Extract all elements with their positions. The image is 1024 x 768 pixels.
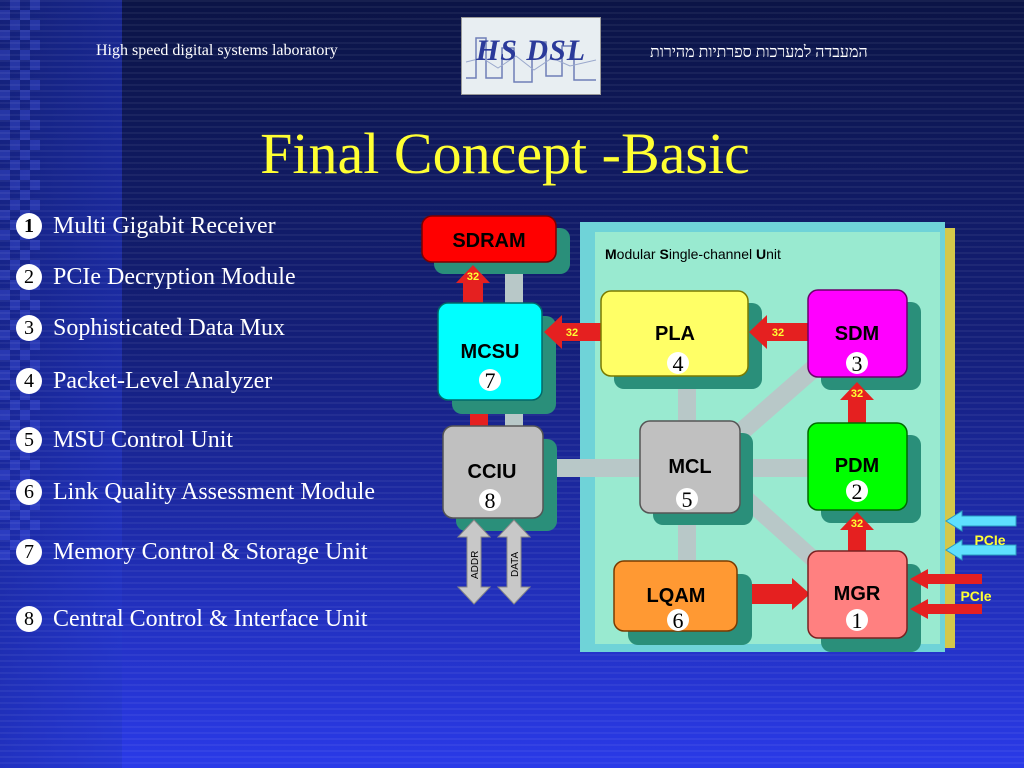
pcie-out-arrow-1 bbox=[945, 510, 1017, 532]
cciu-label: CCIU bbox=[468, 461, 517, 483]
sdm-number: 3 bbox=[852, 351, 863, 376]
legend-label: Multi Gigabit Receiver bbox=[53, 212, 276, 239]
lqam-label: LQAM bbox=[647, 585, 706, 607]
legend-label: Memory Control & Storage Unit bbox=[53, 538, 368, 565]
lqam-block bbox=[613, 560, 738, 632]
arrow-mcsu-sdram bbox=[456, 265, 490, 304]
data-label: DATA bbox=[510, 551, 521, 577]
addr-label: ADDR bbox=[470, 551, 481, 579]
arrow-pdm-sdm bbox=[840, 382, 874, 423]
legend-number: 1 bbox=[16, 213, 42, 239]
legend-label: Link Quality Assessment Module bbox=[53, 478, 375, 505]
bus-width-mgr-pdm: 32 bbox=[851, 518, 863, 530]
pdm-number: 2 bbox=[852, 479, 863, 504]
legend-number: 5 bbox=[16, 427, 42, 453]
lab-logo: HS DSL bbox=[461, 17, 601, 95]
arrow-lqam-mgr bbox=[792, 578, 810, 610]
pcie-in-label: PCIe bbox=[960, 588, 991, 604]
pdm-label: PDM bbox=[835, 455, 879, 477]
mcsu-number-badge bbox=[479, 369, 501, 391]
pcie-in-arrow-1 bbox=[910, 569, 982, 589]
legend-number: 4 bbox=[16, 368, 42, 394]
sdm-block bbox=[807, 289, 908, 378]
legend-label: Packet-Level Analyzer bbox=[53, 367, 273, 394]
pcie-out-label: PCIe bbox=[974, 532, 1005, 548]
mcsu-number: 7 bbox=[485, 368, 496, 393]
cciu-block bbox=[442, 425, 544, 519]
legend-number: 3 bbox=[16, 315, 42, 341]
legend-number: 2 bbox=[16, 264, 42, 290]
logo-waveform bbox=[465, 37, 597, 83]
pla-label: PLA bbox=[655, 323, 695, 345]
legend-label: Sophisticated Data Mux bbox=[53, 314, 285, 341]
sdm-label: SDM bbox=[835, 323, 879, 345]
pcie-in-arrow-2 bbox=[910, 599, 982, 619]
legend-label: Central Control & Interface Unit bbox=[53, 605, 368, 632]
mcl-number-badge bbox=[676, 488, 698, 510]
arrow-mgr-pdm bbox=[840, 512, 874, 551]
sdram-label: SDRAM bbox=[452, 230, 525, 252]
logo-text: HS DSL bbox=[475, 34, 587, 67]
legend-number: 6 bbox=[16, 479, 42, 505]
addr-bus-arrow bbox=[456, 519, 492, 605]
legend-label: MSU Control Unit bbox=[53, 426, 234, 453]
mgr-label: MGR bbox=[834, 583, 881, 605]
bus-width-pdm-sdm: 32 bbox=[851, 388, 863, 400]
legend-item-1: 1 Multi Gigabit Receiver bbox=[16, 211, 276, 241]
cciu-number: 8 bbox=[485, 488, 496, 513]
mcl-label: MCL bbox=[668, 456, 711, 478]
pdm-number-badge bbox=[846, 480, 868, 502]
connector-mcl-mgr bbox=[735, 488, 827, 572]
pla-block bbox=[600, 290, 749, 377]
legend-item-4: 4 Packet-Level Analyzer bbox=[16, 366, 272, 396]
sdram-block bbox=[421, 215, 557, 263]
slide-title: Final Concept -Basic bbox=[260, 121, 750, 186]
lqam-number: 6 bbox=[673, 608, 684, 633]
pcie-out-arrow-2 bbox=[945, 539, 1017, 561]
legend-item-6: 6 Link Quality Assessment Module bbox=[16, 477, 375, 507]
legend-number: 8 bbox=[16, 606, 42, 632]
legend-number: 7 bbox=[16, 539, 42, 565]
mcl-block bbox=[639, 420, 741, 514]
data-bus-arrow bbox=[496, 519, 532, 605]
connector-cciu-mcl bbox=[543, 459, 641, 477]
bus-width-pla-mcsu: 32 bbox=[566, 327, 578, 339]
arrow-sdm-pla bbox=[749, 315, 808, 349]
mgr-number-badge bbox=[846, 609, 868, 631]
legend-item-7: 7 Memory Control & Storage Unit bbox=[16, 537, 368, 567]
connector-mcl-pdm bbox=[740, 459, 810, 477]
mcsu-label: MCSU bbox=[461, 341, 520, 363]
arrow-pla-mcsu bbox=[544, 315, 604, 349]
bus-width-sdram-mcsu: 32 bbox=[467, 271, 479, 283]
sdm-number-badge bbox=[846, 352, 868, 374]
legend-item-5: 5 MSU Control Unit bbox=[16, 425, 233, 455]
pla-number: 4 bbox=[673, 351, 684, 376]
msu-title: Modular Single-channel Unit bbox=[605, 246, 781, 262]
lab-name-english: High speed digital systems laboratory bbox=[96, 42, 338, 59]
legend-label: PCIe Decryption Module bbox=[53, 263, 296, 290]
legend-item-3: 3 Sophisticated Data Mux bbox=[16, 313, 285, 343]
pdm-block bbox=[807, 422, 908, 511]
cciu-number-badge bbox=[479, 489, 501, 511]
legend-item-8: 8 Central Control & Interface Unit bbox=[16, 604, 368, 634]
mcsu-block bbox=[437, 302, 543, 401]
pla-number-badge bbox=[667, 352, 689, 374]
lab-name-hebrew: המעבדה למערכות ספרתיות מהירות bbox=[650, 44, 868, 61]
mgr-block bbox=[807, 550, 908, 639]
legend-item-2: 2 PCIe Decryption Module bbox=[16, 262, 296, 292]
mgr-number: 1 bbox=[852, 608, 863, 633]
connector-mcl-sdm bbox=[735, 362, 819, 439]
bus-width-sdm-pla: 32 bbox=[772, 327, 784, 339]
mcl-number: 5 bbox=[682, 487, 693, 512]
lqam-number-badge bbox=[667, 609, 689, 631]
